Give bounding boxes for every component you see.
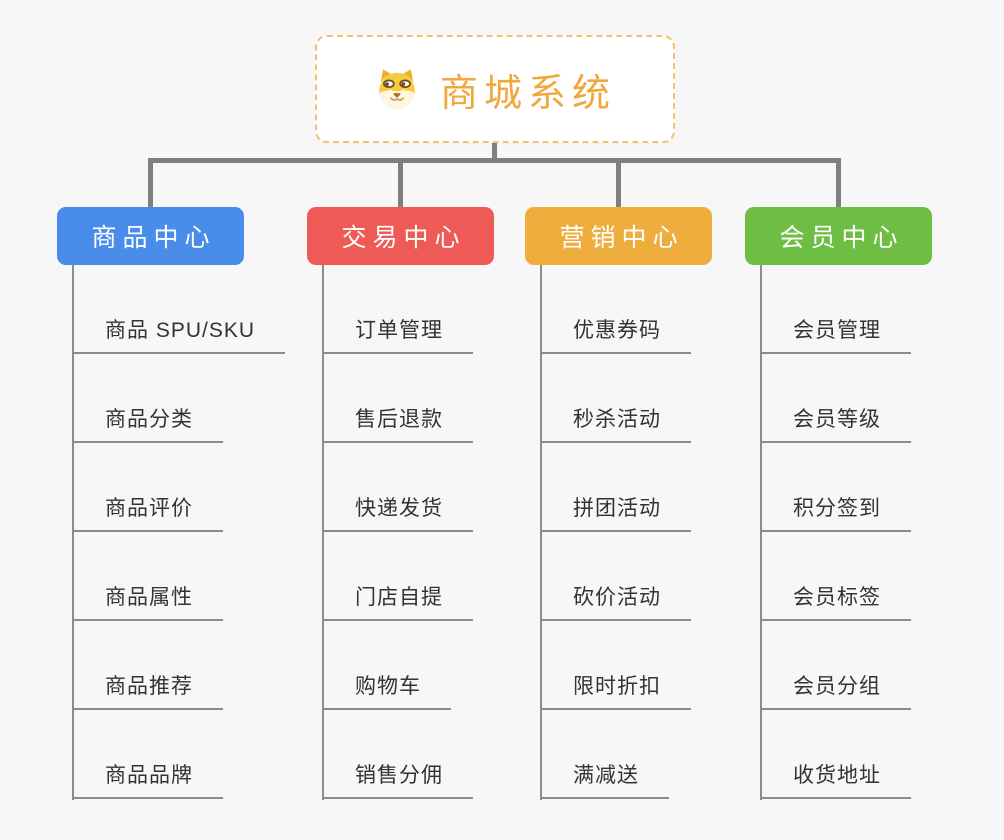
leaf-node-full-reduction[interactable]: 满减送 bbox=[540, 759, 669, 799]
leaf-node-member-management[interactable]: 会员管理 bbox=[760, 314, 911, 354]
leaf-node-product-brand[interactable]: 商品品牌 bbox=[72, 759, 223, 799]
leaf-node-product-review[interactable]: 商品评价 bbox=[72, 492, 223, 532]
branch-spine bbox=[540, 265, 542, 800]
leaf-node-product-category[interactable]: 商品分类 bbox=[72, 403, 223, 443]
leaf-node-aftersale-refund[interactable]: 售后退款 bbox=[322, 403, 473, 443]
leaf-node-flash-sale[interactable]: 秒杀活动 bbox=[540, 403, 691, 443]
branch-label: 交易中心 bbox=[341, 224, 466, 252]
leaf-node-product-recommend[interactable]: 商品推荐 bbox=[72, 670, 223, 710]
root-node[interactable]: 商城系统 bbox=[315, 35, 675, 143]
branch-spine bbox=[760, 265, 762, 800]
leaf-node-coupon-code[interactable]: 优惠券码 bbox=[540, 314, 691, 354]
leaf-node-limited-discount[interactable]: 限时折扣 bbox=[540, 670, 691, 710]
branch-member: 会员中心 会员管理 会员等级 积分签到 会员标签 会员分组 收货地址 bbox=[745, 207, 985, 800]
leaf-node-bargain-activity[interactable]: 砍价活动 bbox=[540, 581, 691, 621]
branch-node-member[interactable]: 会员中心 bbox=[745, 207, 932, 265]
branch-marketing: 营销中心 优惠券码 秒杀活动 拼团活动 砍价活动 限时折扣 满减送 bbox=[525, 207, 765, 800]
branch-label: 会员中心 bbox=[779, 224, 904, 252]
leaf-node-store-pickup[interactable]: 门店自提 bbox=[322, 581, 473, 621]
leaf-node-order-management[interactable]: 订单管理 bbox=[322, 314, 473, 354]
leaf-node-member-level[interactable]: 会员等级 bbox=[760, 403, 911, 443]
connector-horizontal bbox=[148, 158, 841, 163]
branch-product: 商品中心 商品 SPU/SKU 商品分类 商品评价 商品属性 商品推荐 商品品牌 bbox=[57, 207, 297, 800]
connector-root-stub bbox=[492, 143, 497, 163]
branch-items: 优惠券码 秒杀活动 拼团活动 砍价活动 限时折扣 满减送 bbox=[540, 265, 765, 799]
branch-spine bbox=[72, 265, 74, 800]
branch-label: 营销中心 bbox=[559, 224, 684, 252]
leaf-node-points-checkin[interactable]: 积分签到 bbox=[760, 492, 911, 532]
branch-items: 订单管理 售后退款 快递发货 门店自提 购物车 销售分佣 bbox=[322, 265, 547, 799]
connector-drop-member bbox=[836, 158, 841, 207]
branch-trade: 交易中心 订单管理 售后退款 快递发货 门店自提 购物车 销售分佣 bbox=[307, 207, 547, 800]
leaf-node-member-group[interactable]: 会员分组 bbox=[760, 670, 911, 710]
leaf-node-member-tag[interactable]: 会员标签 bbox=[760, 581, 911, 621]
branch-node-product[interactable]: 商品中心 bbox=[57, 207, 244, 265]
dog-face-icon bbox=[374, 66, 420, 112]
leaf-node-product-spu-sku[interactable]: 商品 SPU/SKU bbox=[72, 314, 286, 354]
branch-node-marketing[interactable]: 营销中心 bbox=[525, 207, 712, 265]
branch-items: 商品 SPU/SKU 商品分类 商品评价 商品属性 商品推荐 商品品牌 bbox=[72, 265, 297, 799]
root-title: 商城系统 bbox=[439, 72, 616, 115]
branch-spine bbox=[322, 265, 324, 800]
branch-items: 会员管理 会员等级 积分签到 会员标签 会员分组 收货地址 bbox=[760, 265, 985, 799]
connector-drop-trade bbox=[398, 158, 403, 207]
branch-label: 商品中心 bbox=[91, 224, 216, 252]
connector-drop-product bbox=[148, 158, 153, 207]
leaf-node-product-attribute[interactable]: 商品属性 bbox=[72, 581, 223, 621]
leaf-node-shipping-address[interactable]: 收货地址 bbox=[760, 759, 911, 799]
leaf-node-shopping-cart[interactable]: 购物车 bbox=[322, 670, 451, 710]
leaf-node-group-buy[interactable]: 拼团活动 bbox=[540, 492, 691, 532]
leaf-node-express-shipping[interactable]: 快递发货 bbox=[322, 492, 473, 532]
leaf-node-sales-commission[interactable]: 销售分佣 bbox=[322, 759, 473, 799]
branch-node-trade[interactable]: 交易中心 bbox=[307, 207, 494, 265]
connector-drop-marketing bbox=[616, 158, 621, 207]
